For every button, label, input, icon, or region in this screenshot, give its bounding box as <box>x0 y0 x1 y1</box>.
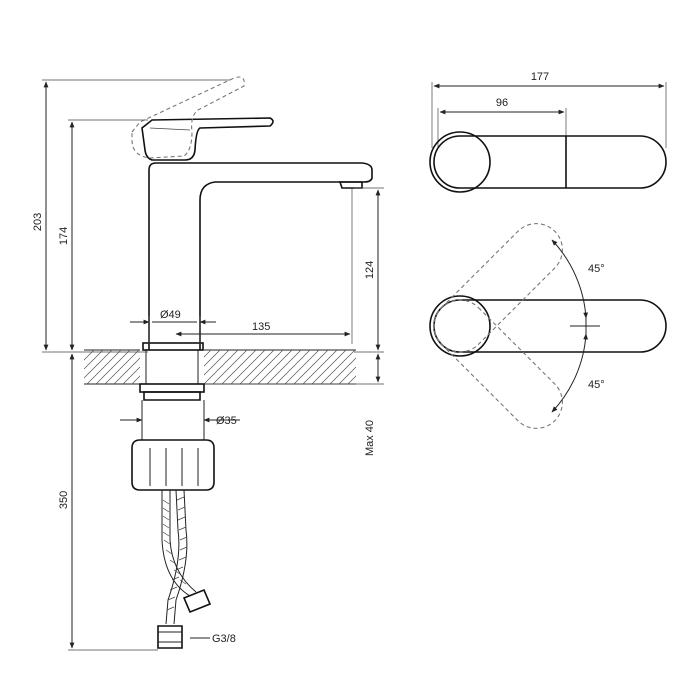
hatch-line <box>311 350 347 384</box>
hatch-line <box>86 350 122 384</box>
dim-total-height: 203 <box>32 213 44 231</box>
dim-angle-upper: 45° <box>588 263 605 275</box>
countertop <box>84 349 409 385</box>
hatch-line <box>302 350 338 384</box>
dim-connection: G3/8 <box>212 633 236 645</box>
hatch-line <box>329 357 356 384</box>
dim-hose-length: 350 <box>58 491 70 509</box>
hatch-line <box>257 350 293 384</box>
hatch-line <box>203 350 239 384</box>
hatch-line <box>266 350 302 384</box>
hatch-line <box>284 350 320 384</box>
hatch-line <box>248 350 284 384</box>
top-view: 177 96 <box>429 71 667 193</box>
hatch-line <box>338 366 356 384</box>
hatch-line <box>320 350 356 384</box>
supply-hoses <box>157 489 212 649</box>
hatch-line <box>293 350 329 384</box>
side-view: 203 174 124 Ø49 135 Ø35 Max 40 350 G3/8 <box>32 76 409 651</box>
mounting-shank <box>131 383 215 491</box>
faucet-body <box>131 76 373 351</box>
hatch-line <box>104 350 140 384</box>
dim-angle-lower: 45° <box>588 379 605 391</box>
hatch-line <box>366 350 400 384</box>
hatch-line <box>347 375 356 384</box>
dim-shank-diameter: Ø35 <box>216 415 237 427</box>
dim-top-width: 177 <box>531 71 549 83</box>
hatch-line <box>95 350 131 384</box>
dim-handle-width: 96 <box>496 97 508 109</box>
hatch-line <box>84 350 95 361</box>
dim-spout-height: 174 <box>58 227 70 245</box>
dimension-lines <box>43 81 381 649</box>
hatch-line <box>239 350 275 384</box>
dim-body-diameter: Ø49 <box>160 309 181 321</box>
dim-outlet-height: 124 <box>364 261 376 279</box>
hatch-line <box>212 350 248 384</box>
countertop-hatch <box>84 350 409 384</box>
hatch-line <box>84 350 104 370</box>
dim-spout-reach: 135 <box>252 321 270 333</box>
hatch-line <box>375 350 409 384</box>
hatch-line <box>84 350 113 379</box>
hatch-line <box>230 350 266 384</box>
hatch-line <box>221 350 257 384</box>
rotation-view: 45° 45° <box>429 223 667 429</box>
dim-max-counter: Max 40 <box>364 420 376 456</box>
hatch-line <box>357 350 391 384</box>
hatch-line <box>275 350 311 384</box>
extension-lines <box>42 79 384 651</box>
